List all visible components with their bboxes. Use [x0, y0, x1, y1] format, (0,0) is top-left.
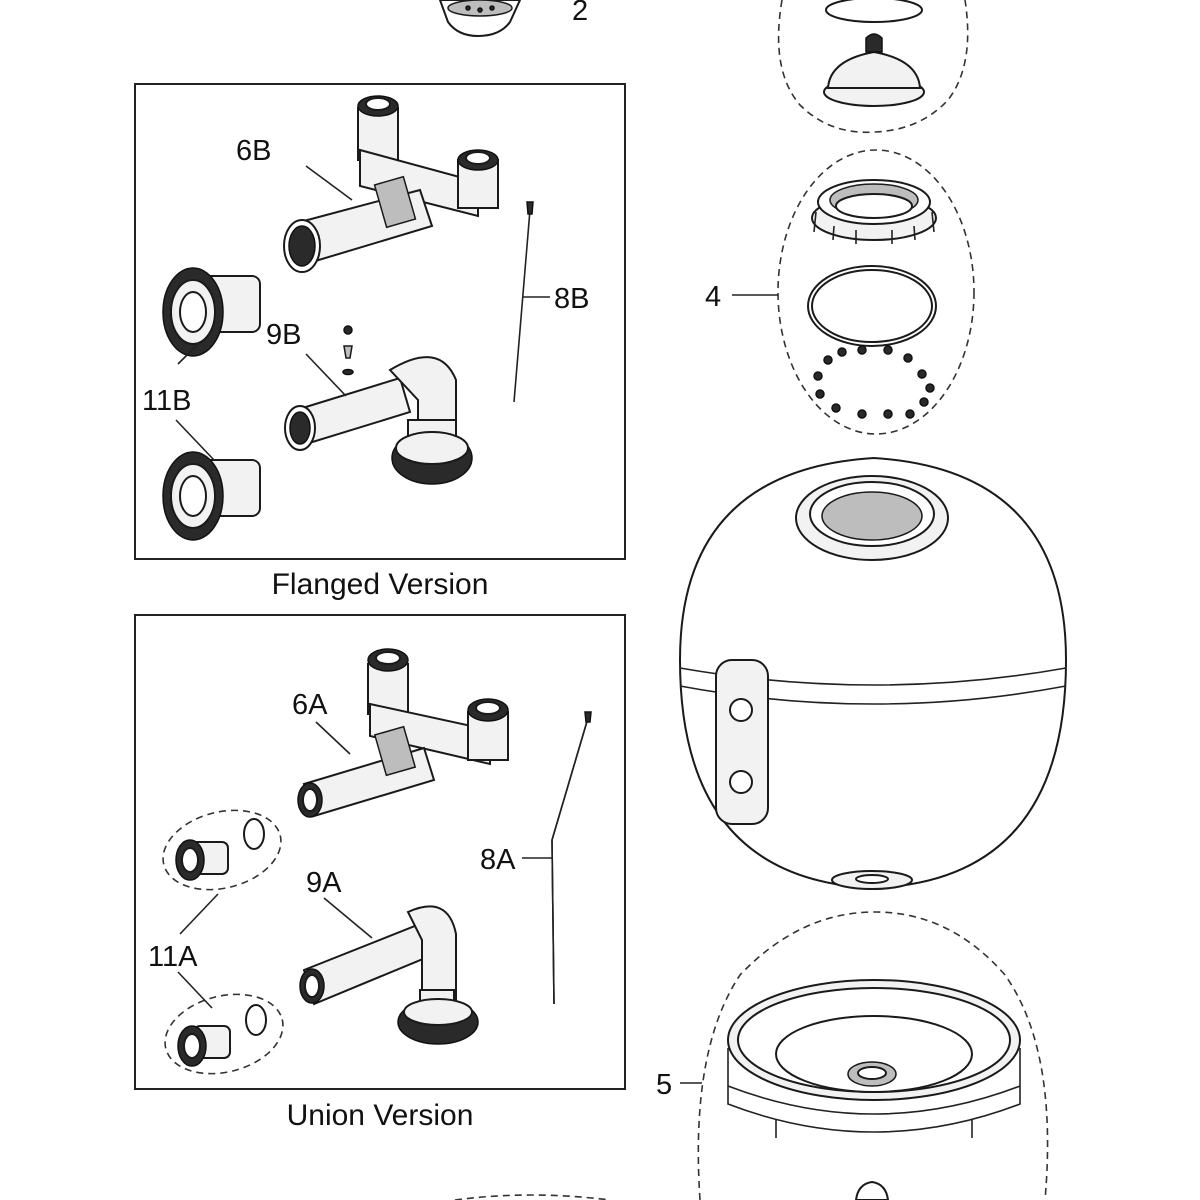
flanged-version-caption: Flanged Version [272, 568, 489, 601]
part-8B-rod [513, 201, 534, 403]
part-4-group [777, 149, 975, 435]
label-6A: 6A [292, 689, 328, 721]
label-2: 2 [572, 0, 588, 27]
part-6B-manifold [283, 95, 499, 273]
union-version-box [134, 614, 626, 1090]
part-6A-manifold [297, 648, 509, 818]
partial-dashed-group [454, 1194, 611, 1200]
part-11B-flange-upper [162, 267, 261, 357]
part-8A-rod [551, 711, 592, 1005]
flanged-version-box [134, 83, 626, 560]
label-8A: 8A [480, 844, 516, 876]
label-11A: 11A [148, 941, 198, 973]
label-5: 5 [656, 1069, 672, 1101]
part-11A-union-upper [162, 809, 282, 891]
label-9A: 9A [306, 867, 342, 899]
filter-tank [678, 456, 1068, 890]
lid-parts-group [777, 0, 969, 134]
union-version-caption: Union Version [287, 1099, 474, 1132]
label-4: 4 [705, 281, 721, 313]
label-9B: 9B [266, 319, 301, 351]
part-11A-union-lower [164, 993, 284, 1075]
part-5-group [697, 911, 1049, 1200]
part-11B-flange-lower [162, 451, 261, 541]
label-11B: 11B [142, 385, 191, 417]
part-2-strainer [438, 0, 522, 38]
label-6B: 6B [236, 135, 271, 167]
part-9B-elbow [284, 325, 473, 485]
bolt-ring [813, 345, 935, 419]
label-8B: 8B [554, 283, 589, 315]
part-9A-elbow [299, 905, 479, 1045]
